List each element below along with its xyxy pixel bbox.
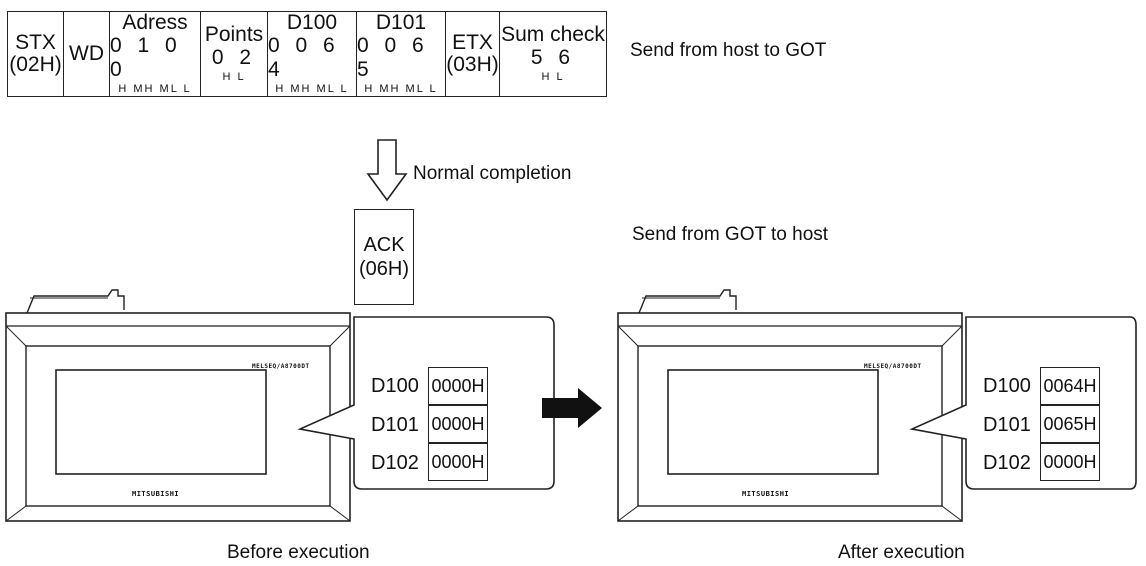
after-reg-name-2: D102 — [983, 452, 1031, 474]
etx-cell: ETX (03H) — [446, 12, 500, 96]
before-model-label: MELSEQ/A8700DT — [252, 363, 310, 370]
address-sub: H MH ML L — [118, 83, 192, 95]
before-reg-value-2: 0000H — [428, 443, 488, 481]
etx-code: (03H) — [446, 53, 499, 76]
send-host-to-got-label: Send from host to GOT — [630, 40, 827, 61]
before-execution-caption: Before execution — [227, 542, 370, 563]
wd-cell: WD — [64, 12, 110, 96]
after-reg-value-1: 0065H — [1040, 405, 1100, 443]
stx-cell: STX (02H) — [8, 12, 64, 96]
got-unit-before — [5, 289, 351, 522]
points-cell: Points 0 2 H L — [201, 12, 268, 96]
before-reg-name-1: D101 — [371, 414, 419, 436]
d100-title: D100 — [286, 11, 338, 34]
sumcheck-title: Sum check — [501, 23, 605, 46]
ack-label: ACK — [363, 234, 405, 256]
right-arrow-icon — [542, 388, 602, 428]
ack-code: (06H) — [358, 258, 409, 280]
d100-sub: H MH ML L — [275, 83, 349, 95]
after-reg-name-0: D100 — [983, 375, 1031, 397]
d101-digits: 0 0 6 5 — [357, 34, 429, 81]
sumcheck-digits: 5 6 — [530, 46, 576, 69]
d101-title: D101 — [375, 11, 427, 34]
stx-label: STX — [15, 31, 56, 54]
d100-cell: D100 0 0 6 4 H MH ML L — [268, 12, 357, 96]
d101-sub: H MH ML L — [364, 83, 438, 95]
after-reg-value-2: 0000H — [1040, 443, 1100, 481]
etx-label: ETX — [452, 31, 493, 54]
send-got-to-host-label: Send from GOT to host — [632, 224, 829, 245]
wd-label: WD — [69, 42, 104, 65]
before-reg-value-1: 0000H — [428, 405, 488, 443]
points-digits: 0 2 — [211, 46, 257, 69]
callout-after — [909, 316, 1137, 490]
points-sub: H L — [222, 71, 246, 83]
after-execution-caption: After execution — [838, 542, 965, 563]
after-brand-logo: MITSUBISHI — [742, 490, 790, 498]
d100-digits: 0 0 6 4 — [268, 34, 340, 81]
got-unit-after — [617, 289, 963, 522]
address-title: Adress — [122, 11, 188, 34]
address-digits: 0 1 0 0 — [110, 34, 182, 81]
sumcheck-sub: H L — [541, 71, 565, 83]
before-reg-name-2: D102 — [371, 452, 419, 474]
normal-completion-label: Normal completion — [413, 163, 572, 184]
d101-cell: D101 0 0 6 5 H MH ML L — [357, 12, 446, 96]
after-model-label: MELSEQ/A8700DT — [864, 363, 922, 370]
send-frame: STX (02H) WD Adress 0 1 0 0 H MH ML L Po… — [7, 11, 607, 97]
points-title: Points — [204, 23, 264, 46]
before-brand-logo: MITSUBISHI — [132, 490, 180, 498]
sumcheck-cell: Sum check 5 6 H L — [500, 12, 606, 96]
callout-before — [297, 316, 555, 490]
ack-box: ACK (06H) — [354, 209, 414, 305]
after-reg-value-0: 0064H — [1040, 367, 1100, 405]
before-reg-name-0: D100 — [371, 375, 419, 397]
before-reg-value-0: 0000H — [428, 367, 488, 405]
after-reg-name-1: D101 — [983, 414, 1031, 436]
down-arrow-icon — [366, 139, 408, 202]
address-cell: Adress 0 1 0 0 H MH ML L — [110, 12, 201, 96]
stx-code: (02H) — [9, 53, 62, 76]
